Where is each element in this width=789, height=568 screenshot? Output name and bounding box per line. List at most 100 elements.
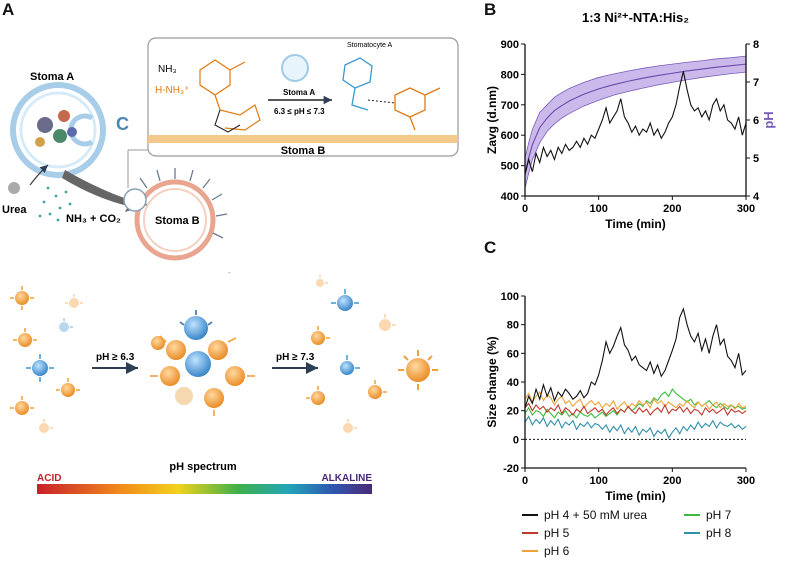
chart-c-ytick-label: 60 [507, 348, 519, 360]
chart-b-ytick-right-label: 6 [753, 115, 759, 127]
particle-cluster [150, 310, 255, 416]
chart-c-ytick-label: 100 [501, 291, 519, 303]
particle-blue-2 [26, 354, 54, 382]
ph-mean-line [524, 63, 747, 174]
legend-item-ph6: pH 6 [522, 544, 569, 558]
ph-band-lower-line [524, 71, 747, 189]
chart-b-ytick-right-label: 4 [753, 191, 760, 203]
chart-b-ytick-label: 700 [501, 100, 519, 112]
schematic-panel: Stoma A C Urea NH₃ + CO₂ Stoma B [2, 37, 459, 494]
ph-band [525, 56, 746, 189]
legend-swatch-ph6 [522, 550, 538, 552]
stoma-a-vesicle: Stoma A [10, 71, 106, 178]
chart-c-ytick-label: 0 [513, 434, 519, 446]
particle-blue-4 [340, 355, 360, 375]
arrow-stoma-a-label: Stoma A [283, 88, 315, 97]
urea-arrow-icon [29, 164, 49, 186]
ph-73-label: pH ≥ 7.3 [276, 352, 315, 363]
legend-item-ph8: pH 8 [684, 526, 731, 540]
chart-b-xtick-label: 200 [663, 203, 681, 215]
ph-band-upper-line [524, 55, 747, 159]
particle-orange-6 [39, 419, 53, 433]
panel-letter-c: C [484, 238, 497, 257]
chart-c-ylabel: Size change (%) [485, 336, 499, 427]
particle-orange-2 [65, 294, 83, 308]
product-dots-icon [38, 186, 72, 222]
chart-b-ytick-label: 800 [501, 69, 519, 81]
legend-swatch-ph8 [684, 532, 700, 534]
chart-b-xtick-label: 0 [522, 203, 528, 215]
chart-b-ytick-label: 500 [501, 161, 519, 173]
chart-c-ytick-label: 80 [507, 320, 519, 332]
nh3-co2-label: NH₃ + CO₂ [66, 213, 121, 225]
stoma-a-label: Stoma A [30, 71, 74, 83]
chart-c-xtick-label: 0 [522, 475, 528, 487]
urea-icon [8, 182, 20, 194]
legend-swatch-ph5 [522, 532, 538, 534]
chart-b-xtick-label: 100 [589, 203, 607, 215]
molecule-ring-icon [214, 109, 241, 133]
particle-orange-8 [311, 326, 330, 345]
legend-label-ph7: pH 7 [706, 508, 732, 522]
chart-b-ytick-label: 900 [501, 39, 519, 51]
chart-b-xlabel: Time (min) [605, 217, 665, 231]
binding-dots-icon [367, 99, 396, 104]
particle-blue-3 [331, 289, 359, 311]
chart-c-xtick-label: 200 [663, 475, 681, 487]
ph-assembly-illustration: pH ≥ 6.3 pH ≥ 7.3 [10, 275, 438, 433]
stoma-b-vesicle: Stoma B [123, 179, 216, 261]
stoma-b-label: Stoma B [155, 215, 200, 227]
chart-c-series-line-2 [524, 391, 747, 411]
stomatocyte-a-label: Stomatocyte A [347, 42, 392, 49]
spectrum-title: pH spectrum [169, 461, 236, 473]
particle-orange-5 [10, 396, 34, 415]
small-dash: - [228, 268, 231, 277]
ph-63-label: pH ≥ 6.3 [96, 352, 135, 363]
chart-b: 1:3 Ni²⁺-NTA:His₂40050060070080090045678… [485, 10, 776, 231]
chart-c-series-line-4 [524, 415, 747, 440]
molecule-blue-icon [342, 57, 373, 111]
particle-orange-10 [368, 380, 387, 399]
panel-letter-b: B [484, 0, 497, 19]
particle-orange-4 [56, 378, 80, 397]
particle-orange-7 [316, 275, 328, 287]
stomatocyte-a-icon [281, 54, 309, 82]
legend-item-ph7: pH 7 [684, 508, 731, 522]
chart-b-ytick-right-label: 5 [753, 153, 759, 165]
mechanism-inset: Stoma B NH₃ H-NH₃⁺ Stoma A 6.3 ≤ pH ≤ 7.… [127, 37, 459, 188]
chart-b-title: 1:3 Ni²⁺-NTA:His₂ [582, 10, 689, 25]
stoma-b-bar-label: Stoma B [281, 145, 326, 157]
legend-swatch-urea [522, 514, 538, 516]
chart-c-ytick-label: -20 [503, 463, 519, 475]
acid-label: ACID [37, 473, 61, 484]
legend-label-ph8: pH 8 [706, 526, 732, 540]
stoma-b-spikes [139, 168, 228, 239]
chart-c-series-line-3 [524, 388, 747, 419]
urea-label: Urea [2, 204, 27, 216]
chart-c-series-line-1 [524, 402, 747, 417]
chart-b-ytick-right-label: 7 [753, 77, 759, 89]
panel-letter-a: A [2, 0, 15, 19]
chart-c-series-line-0 [524, 307, 747, 408]
particle-orange-1 [10, 286, 34, 310]
particle-orange-9 [379, 314, 396, 331]
chart-b-ytick-label: 600 [501, 130, 519, 142]
chart-c-xtick-label: 100 [589, 475, 607, 487]
chart-b-ylabel-right: pH [761, 111, 776, 128]
particle-orange-3 [13, 328, 37, 347]
chart-c-ytick-label: 20 [507, 406, 519, 418]
particle-orange-big [398, 350, 438, 390]
chart-c-xlabel: Time (min) [605, 489, 665, 503]
ph-range-label: 6.3 ≤ pH ≤ 7.3 [274, 107, 325, 116]
alkaline-label: ALKALINE [321, 473, 372, 484]
ph-gradient-bar [37, 484, 372, 494]
molecule-right-icon [394, 87, 441, 131]
nh3-label: NH₃ [158, 64, 177, 75]
h-nh3-label: H-NH₃⁺ [155, 85, 189, 96]
particle-orange-12 [343, 419, 357, 433]
chart-c-legend: pH 4 + 50 mM urea pH 5 pH 6 pH 7 pH 8 [522, 508, 782, 563]
particle-blue-1 [59, 318, 73, 332]
chart-b-ytick-label: 400 [501, 191, 519, 203]
c-shape-icon: C [116, 114, 129, 134]
